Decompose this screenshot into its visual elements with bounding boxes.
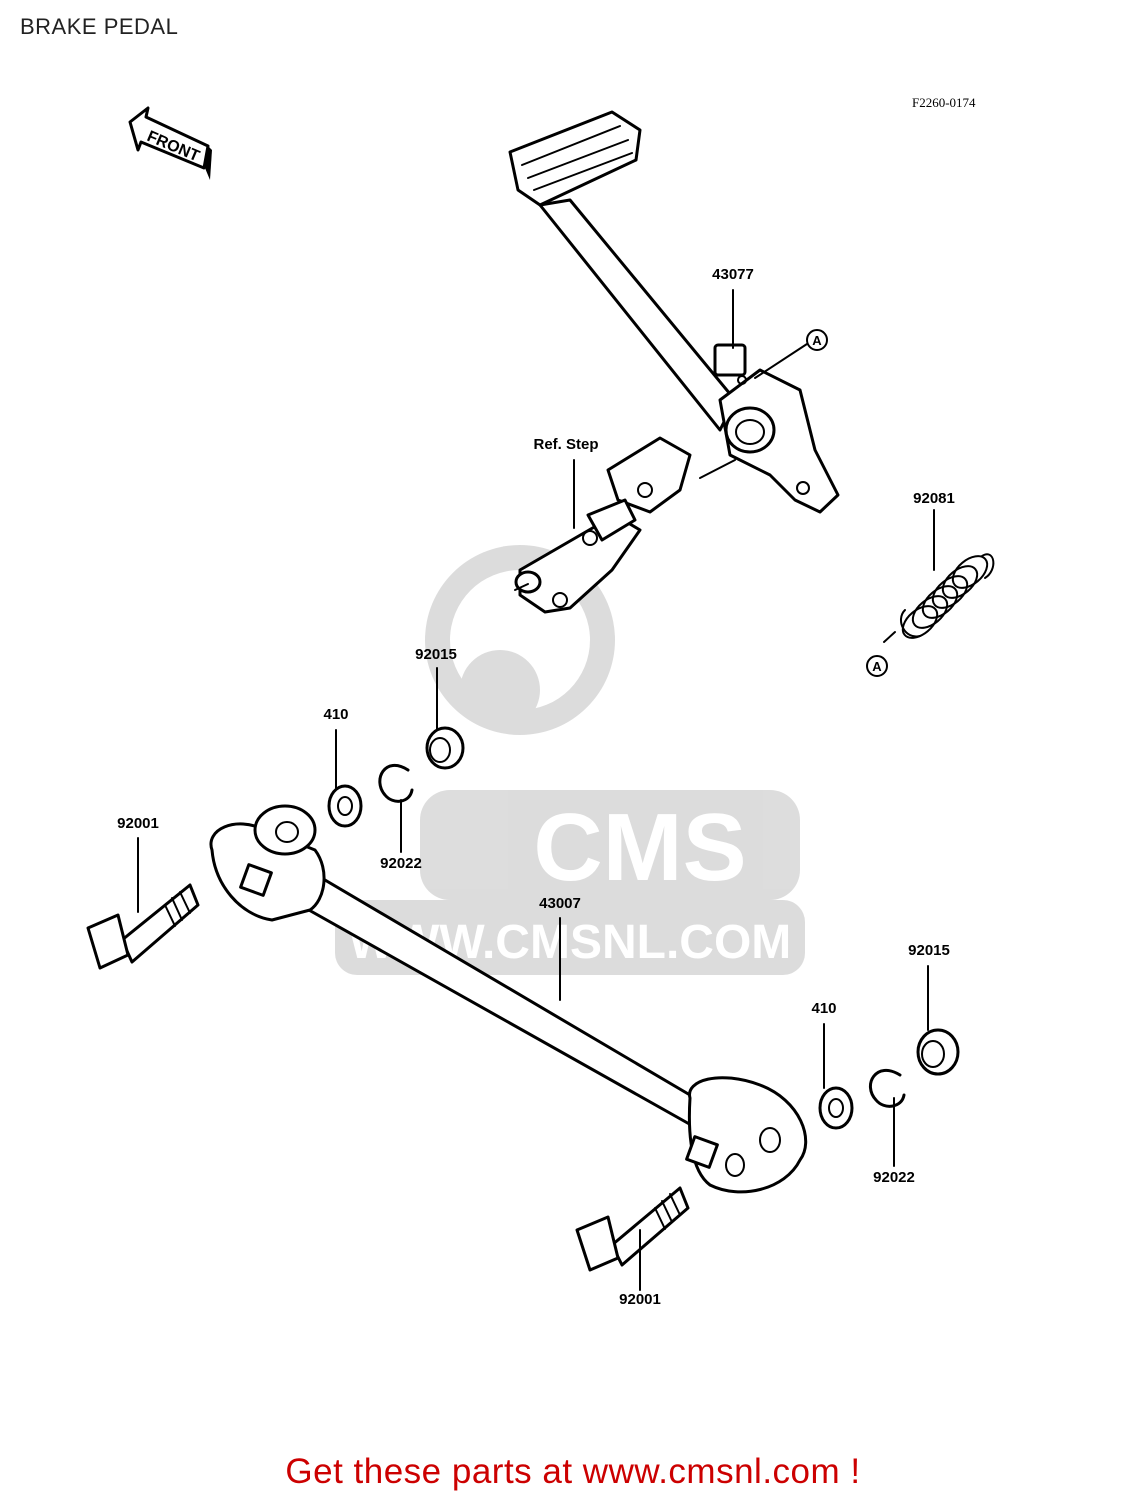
nut-lower-part [916, 1028, 960, 1076]
reference-marker-upper: A [806, 329, 828, 351]
reference-marker-lower-label: A [872, 659, 882, 674]
brake-pedal-part [508, 110, 840, 514]
callout-bolt-lower: 92001 [619, 1291, 661, 1308]
clip-upper-part [378, 763, 414, 803]
washer-upper-part [327, 784, 363, 828]
callout-clip-upper: 92022 [380, 855, 422, 872]
callout-ref-step: Ref. Step [533, 436, 599, 453]
page-title: BRAKE PEDAL [20, 14, 179, 39]
ref-step-part [514, 436, 736, 614]
brake-rod-part [209, 804, 808, 1194]
callout-nut-lower: 92015 [908, 942, 950, 959]
front-arrow-icon: FRONT [128, 106, 212, 180]
callout-spring: 92081 [913, 490, 955, 507]
footer-link[interactable]: Get these parts at www.cmsnl.com ! [285, 1452, 861, 1491]
bolt-lower-part [575, 1186, 690, 1272]
return-spring-part [883, 553, 995, 643]
clip-lower-part [869, 1068, 906, 1108]
callout-bolt-left: 92001 [117, 815, 159, 832]
callout-washer-lower: 410 [811, 1000, 837, 1017]
callout-clip-lower: 92022 [873, 1169, 915, 1186]
callout-rod: 43007 [539, 895, 581, 912]
watermark-brand: CMS [533, 794, 746, 901]
drawing-number: F2260-0174 [912, 95, 976, 110]
nut-upper-part [425, 726, 465, 770]
bolt-left-part [86, 883, 200, 970]
callout-pedal: 43077 [712, 266, 754, 283]
callout-nut-upper: 92015 [415, 646, 457, 663]
washer-lower-part [818, 1086, 854, 1130]
callout-washer-upper: 410 [323, 706, 349, 723]
reference-marker-upper-label: A [812, 333, 822, 348]
leader-lines [137, 289, 935, 1291]
reference-marker-lower: A [866, 655, 888, 677]
